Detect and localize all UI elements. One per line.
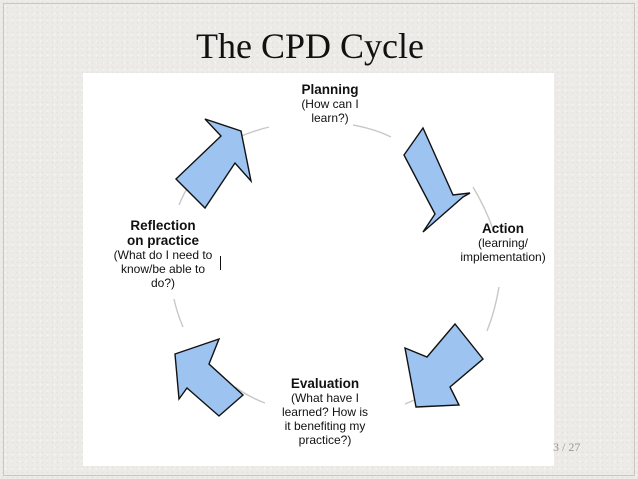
cycle-arc-left-bottom	[173, 298, 184, 328]
slide-border	[3, 3, 635, 476]
arrow-action-to-evaluation-icon	[404, 322, 484, 408]
cycle-arc-right-bottom	[486, 286, 500, 332]
arrow-planning-to-action-icon	[403, 126, 471, 233]
page-number-current: 3	[553, 440, 559, 454]
stage-evaluation-description: (What have I learned? How is it benefiti…	[281, 391, 369, 447]
cpd-cycle-diagram: Planning (How can I learn?) Action (lear…	[83, 73, 554, 466]
stage-planning-heading: Planning	[301, 82, 359, 97]
cycle-arc-bottom-left	[234, 386, 266, 404]
stage-reflection-heading: Reflection on practice	[126, 218, 200, 248]
page-number: 3 / 27	[553, 440, 580, 455]
cycle-graphic	[173, 118, 500, 417]
stage-planning-description: (How can I learn?)	[301, 97, 359, 125]
cycle-arc-top-left	[238, 126, 270, 138]
text-cursor	[220, 256, 221, 270]
arrow-evaluation-to-reflection-icon	[174, 337, 245, 417]
stage-reflection: Reflection on practice (What do I need t…	[108, 218, 218, 290]
stage-evaluation: Evaluation (What have I learned? How is …	[267, 376, 383, 447]
cycle-arc-right-top	[472, 186, 494, 230]
arrow-reflection-to-planning-icon	[174, 118, 253, 210]
slide-title: The CPD Cycle	[196, 26, 424, 66]
stage-action-description: (learning/ implementation)	[460, 236, 546, 264]
stage-evaluation-heading: Evaluation	[290, 376, 360, 391]
page-number-total: / 27	[562, 440, 581, 454]
cycle-arc-top-right	[352, 124, 392, 138]
stage-action-heading: Action	[482, 221, 524, 236]
stage-reflection-description: (What do I need to know/be able to do?)	[113, 248, 213, 290]
stage-action: Action (learning/ implementation)	[455, 221, 551, 264]
stage-planning: Planning (How can I learn?)	[275, 82, 385, 125]
